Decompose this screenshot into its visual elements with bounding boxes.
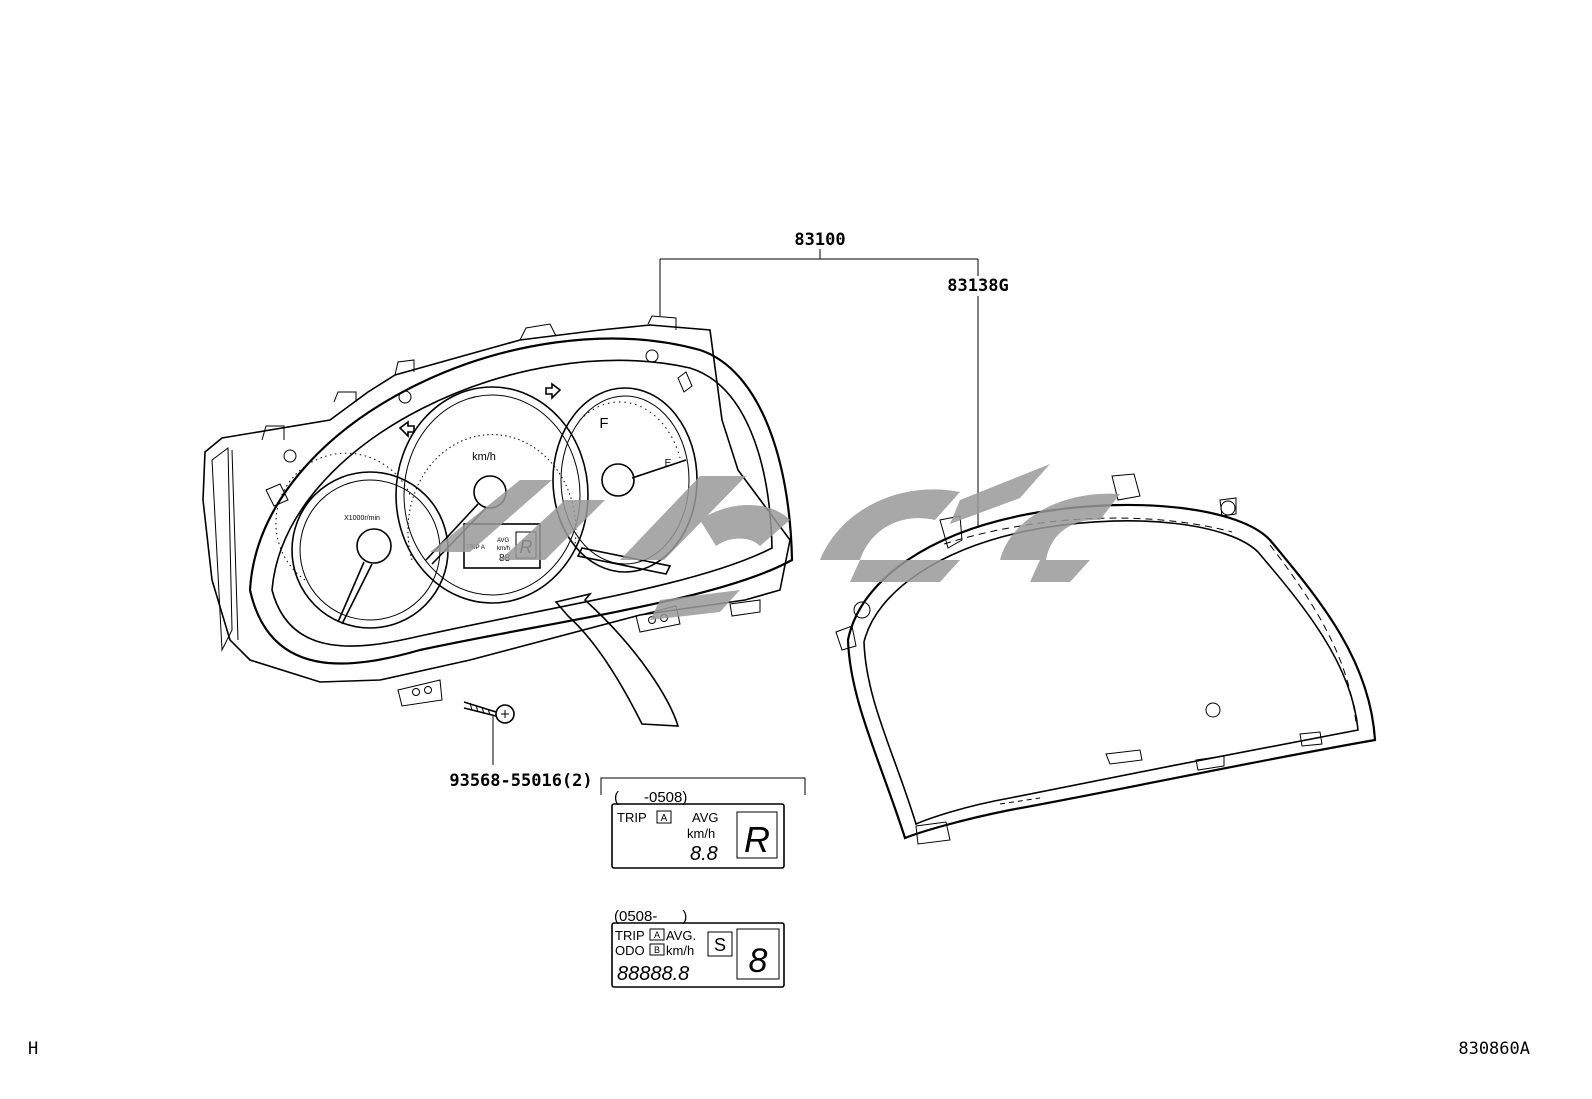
meter-cover-glass — [835, 473, 1377, 845]
housing-left-side — [211, 447, 233, 652]
late-unit-label: km/h — [666, 943, 694, 958]
connector-tab-left — [397, 679, 443, 707]
turn-left-arrow-icon — [398, 420, 415, 438]
cover-peg-left — [853, 601, 871, 619]
display-variant-late: (0508- ) TRIP A AVG. ODO B km/h S 8 8888… — [611, 908, 785, 988]
late-range-label: (0508- ) — [614, 908, 687, 925]
speed-unit-label: km/h — [472, 451, 496, 463]
late-avg-label: AVG. — [666, 928, 696, 943]
meter-bezel — [248, 337, 794, 665]
early-range-label: ( -0508) — [614, 789, 687, 806]
late-trip-label: TRIP — [615, 928, 645, 943]
cover-tab-top — [1111, 473, 1141, 501]
part-number-screw: 93568-55016(2) — [449, 771, 592, 791]
late-display-frame — [611, 922, 785, 988]
mini-avg-label: AVG — [497, 538, 510, 544]
late-trip-mode: A — [654, 930, 660, 940]
fuel-full-label: F — [599, 415, 608, 432]
late-odo-mode: B — [654, 945, 660, 955]
early-avg-label: AVG — [692, 810, 719, 825]
cover-tab-left — [939, 515, 963, 549]
meter-housing-outline — [202, 324, 791, 683]
tachometer: X1000r/min — [275, 452, 449, 629]
cover-peg-top — [1220, 500, 1236, 516]
late-mode-indicator: S — [714, 935, 726, 955]
cover-outline — [846, 503, 1377, 840]
fuel-hub — [601, 463, 635, 497]
figure-id: 830860A — [1458, 1039, 1530, 1059]
early-unit-label: km/h — [687, 826, 715, 841]
early-trip-mode: A — [661, 813, 668, 824]
late-odo-digits: 88888.8 — [617, 963, 689, 985]
late-odo-label: ODO — [615, 943, 645, 958]
mini-unit-label: km/h — [497, 546, 510, 552]
early-gear-indicator: R — [744, 819, 770, 860]
leader-lines — [492, 249, 979, 795]
fuel-needle — [631, 459, 687, 479]
early-trip-label: TRIP — [617, 810, 647, 825]
watermark-logo — [430, 464, 1120, 620]
early-digits: 8.8 — [690, 843, 718, 865]
cover-peg-right — [1205, 702, 1221, 718]
trip-knob-stem — [554, 592, 680, 727]
part-number-cover: 83138G — [947, 276, 1008, 296]
turn-right-arrow-icon — [545, 382, 562, 400]
footer-left-code: H — [28, 1039, 38, 1059]
tacho-needle — [337, 561, 365, 623]
housing-edge — [231, 449, 239, 641]
late-gear-indicator: 8 — [749, 942, 768, 980]
screw — [463, 701, 515, 724]
part-number-assembly: 83100 — [794, 230, 845, 250]
tacho-hub — [356, 528, 392, 564]
early-display-frame — [611, 803, 785, 869]
display-variant-early: ( -0508) TRIP A AVG km/h 8.8 R — [611, 789, 785, 869]
fuel-empty-label: E — [665, 458, 672, 469]
screw-head — [495, 704, 515, 724]
tacho-unit-label: X1000r/min — [344, 515, 380, 522]
mini-trip-label: TRIP A — [466, 545, 485, 551]
